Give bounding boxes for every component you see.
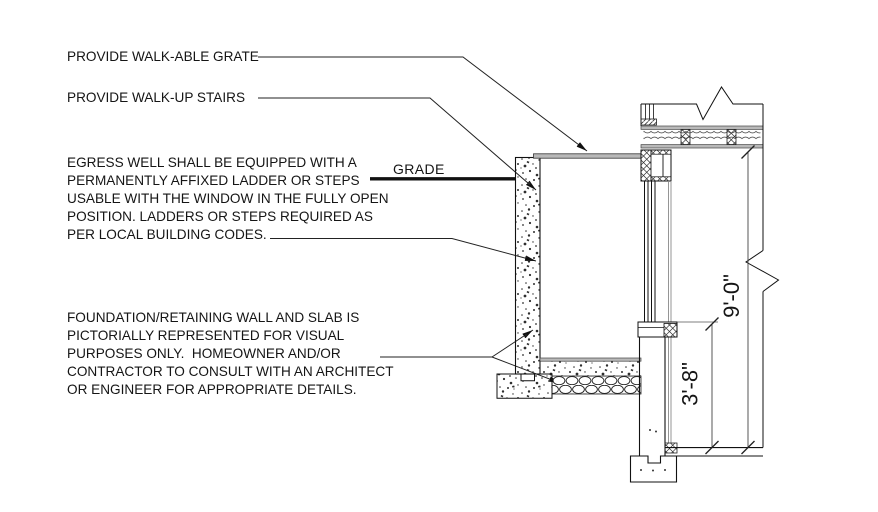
slab-top-band [539, 357, 642, 362]
slab-concrete [540, 361, 641, 376]
dim-text-9ft: 9'-0" [719, 274, 744, 318]
egress-window [644, 181, 656, 322]
egress-well-wall [514, 156, 541, 375]
walkable-grate [533, 153, 644, 159]
leader-walkup-stairs [258, 97, 537, 191]
header-rim-hatch [640, 149, 652, 182]
dim-tick [705, 440, 719, 455]
leader-walkable-grate [258, 56, 588, 152]
grate-bar [533, 153, 644, 159]
pipe-break-symbol [745, 250, 780, 292]
note-foundation-line: PICTORIALLY REPRESENTED FOR VISUAL [67, 328, 345, 343]
well-slab [539, 357, 642, 395]
well-footing [496, 373, 553, 399]
dim-tick [741, 440, 755, 455]
sill-plate-hatch [663, 323, 678, 338]
first-floor-wall [640, 86, 764, 148]
note-walkup-stairs: PROVIDE WALK-UP STAIRS [67, 90, 245, 105]
concrete-dot [652, 469, 654, 472]
floor-insulation [643, 130, 761, 144]
note-egress-line: PER LOCAL BUILDING CODES. [67, 227, 267, 242]
dim-tick [741, 145, 755, 159]
note-foundation-line: FOUNDATION/RETAINING WALL AND SLAB IS [67, 310, 359, 325]
dimension-9ft: 9'-0" [719, 145, 755, 455]
wall-break-line [745, 148, 780, 448]
note-foundation-line: OR ENGINEER FOR APPROPRIATE DETAILS. [67, 382, 357, 397]
concrete-dot [640, 469, 642, 471]
floor-assembly [640, 125, 764, 149]
window-sill [637, 321, 718, 338]
concrete-dot [664, 469, 666, 471]
concrete-dot [649, 429, 651, 431]
note-walkable-grate: PROVIDE WALK-ABLE GRATE [67, 49, 259, 64]
annotation-notes: PROVIDE WALK-ABLE GRATE PROVIDE WALK-UP … [67, 49, 445, 397]
house-footing [629, 455, 678, 483]
joist-blocking [680, 128, 691, 145]
leader-egress-note [270, 238, 537, 262]
interior-slab [665, 447, 763, 457]
note-foundation-line: CONTRACTOR TO CONSULT WITH AN ARCHITECT [67, 364, 394, 379]
header-bottom-hatch [650, 176, 672, 182]
note-egress-line: USABLE WITH THE WINDOW IN THE FULLY OPEN [67, 191, 389, 206]
window-header [640, 149, 672, 182]
note-egress-line: POSITION. LADDERS OR STEPS REQUIRED AS [67, 209, 373, 224]
footing-outline [629, 455, 678, 483]
note-foundation-line: PURPOSES ONLY. HOMEOWNER AND/OR [67, 346, 341, 361]
grade-label: GRADE [393, 161, 445, 177]
dim-text-3ft8: 3'-8" [678, 362, 703, 406]
concrete-dot [655, 430, 657, 433]
gravel-bed [551, 375, 642, 395]
wall-plate-hatch [640, 118, 657, 126]
dimension-3ft8: 3'-8" [678, 317, 719, 455]
note-egress-line: EGRESS WELL SHALL BE EQUIPPED WITH A [67, 155, 358, 170]
ceiling-band [640, 144, 764, 149]
joist-blocking [726, 128, 737, 145]
subfloor-band [640, 125, 764, 130]
well-wall-concrete [514, 156, 541, 375]
header-top-hatch [650, 149, 672, 155]
dim-tick [705, 317, 719, 331]
wall-top-break [641, 86, 763, 121]
wall-interior-finish [668, 181, 672, 443]
note-egress-line: PERMANENTLY AFFIXED LADDER OR STEPS [67, 173, 360, 188]
